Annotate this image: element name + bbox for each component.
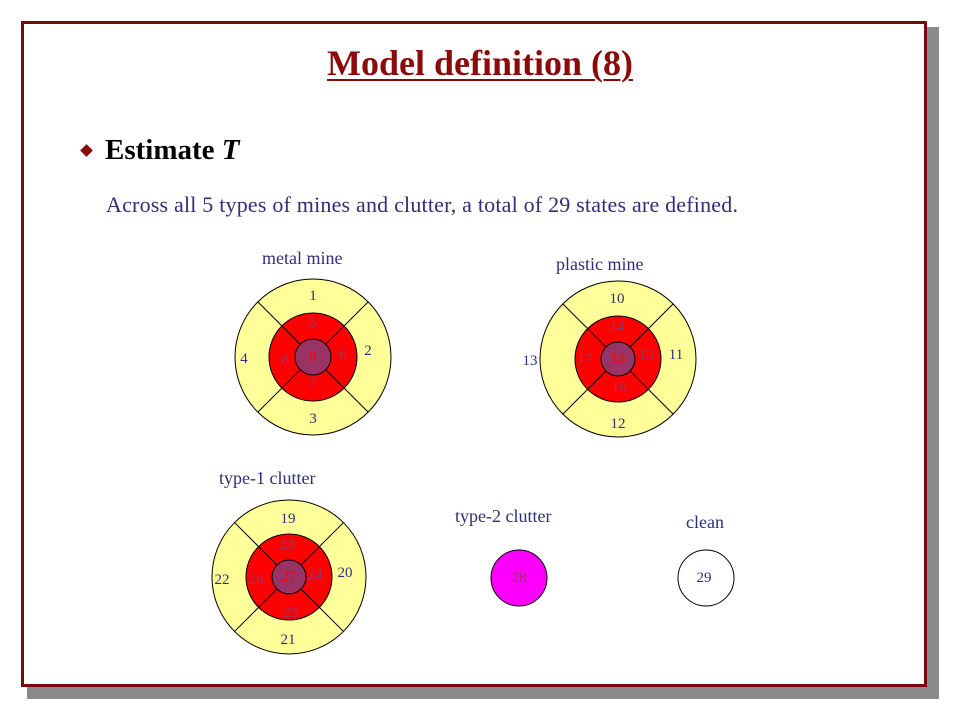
metal-center-state-9: 9 — [309, 349, 317, 365]
plastic-center-state-18: 18 — [611, 351, 626, 367]
type1-outer-state-22: 22 — [215, 572, 230, 588]
metal-divider-3 — [257, 301, 301, 345]
plastic-divider-4 — [629, 303, 674, 348]
plastic-divider-2 — [562, 370, 607, 415]
plastic-outer-state-10: 10 — [610, 291, 625, 307]
label-type1-clutter: type-1 clutter — [219, 468, 316, 488]
metal-outer-state-3: 3 — [309, 411, 317, 427]
type1-inner-state-24: 24 — [308, 567, 324, 583]
type1-inner-state-25: 25 — [284, 605, 299, 621]
bullet-heading: Estimate T — [105, 134, 240, 167]
description-text: Across all 5 types of mines and clutter,… — [106, 192, 739, 217]
bullet-heading-text: Estimate — [105, 134, 215, 166]
type1-center-state-27: 27 — [282, 569, 298, 585]
plastic-divider-3 — [562, 303, 607, 348]
label-metal-mine: metal mine — [262, 248, 343, 268]
bullet-heading-variable: T — [221, 134, 240, 166]
type1-inner-state-23: 23 — [280, 537, 295, 553]
label-plastic-mine: plastic mine — [556, 254, 644, 274]
type2-state-circle — [490, 549, 548, 607]
metal-outer-state-2: 2 — [364, 343, 372, 359]
plastic-inner-state-16: 16 — [612, 380, 628, 396]
plastic-outer-state-11: 11 — [669, 347, 683, 363]
metal-divider-4 — [325, 301, 369, 345]
metal-inner-state-8: 8 — [281, 352, 289, 368]
plastic-center-circle — [600, 341, 636, 377]
metal-outer-state-4: 4 — [240, 351, 248, 367]
plastic-outer-state-12: 12 — [611, 416, 626, 432]
type1-outer-state-21: 21 — [281, 632, 296, 648]
plastic-inner-state-15: 15 — [639, 347, 654, 363]
label-clean: clean — [686, 512, 724, 532]
type1-divider-3 — [234, 522, 278, 566]
metal-center-circle — [294, 338, 332, 376]
metal-inner-state-7: 7 — [309, 375, 317, 391]
type1-inner-state-26: 26 — [249, 572, 265, 588]
slide-frame — [21, 21, 927, 687]
slide-title: Model definition (8) — [327, 43, 633, 83]
type2-state-28: 28 — [512, 570, 527, 586]
type1-divider-4 — [300, 522, 344, 566]
type1-outer-state-19: 19 — [281, 511, 296, 527]
plastic-inner-state-17: 17 — [578, 351, 594, 367]
type1-divider-2 — [234, 588, 278, 632]
plastic-inner-state-14: 14 — [610, 319, 626, 335]
bullet-estimate: Estimate T — [80, 134, 240, 167]
metal-outer-state-1: 1 — [309, 288, 317, 304]
metal-divider-2 — [257, 369, 301, 413]
clean-state-29: 29 — [697, 570, 712, 586]
clean-state-circle — [677, 549, 735, 607]
type1-divider-1 — [300, 588, 344, 632]
metal-inner-state-6: 6 — [339, 347, 347, 363]
metal-inner-state-5: 5 — [308, 315, 316, 331]
metal-divider-1 — [325, 369, 369, 413]
label-type2-clutter: type-2 clutter — [455, 506, 552, 526]
plastic-outer-state-13: 13 — [523, 353, 538, 369]
type1-outer-state-20: 20 — [338, 565, 353, 581]
type1-center-circle — [271, 559, 307, 595]
plastic-divider-1 — [629, 370, 674, 415]
